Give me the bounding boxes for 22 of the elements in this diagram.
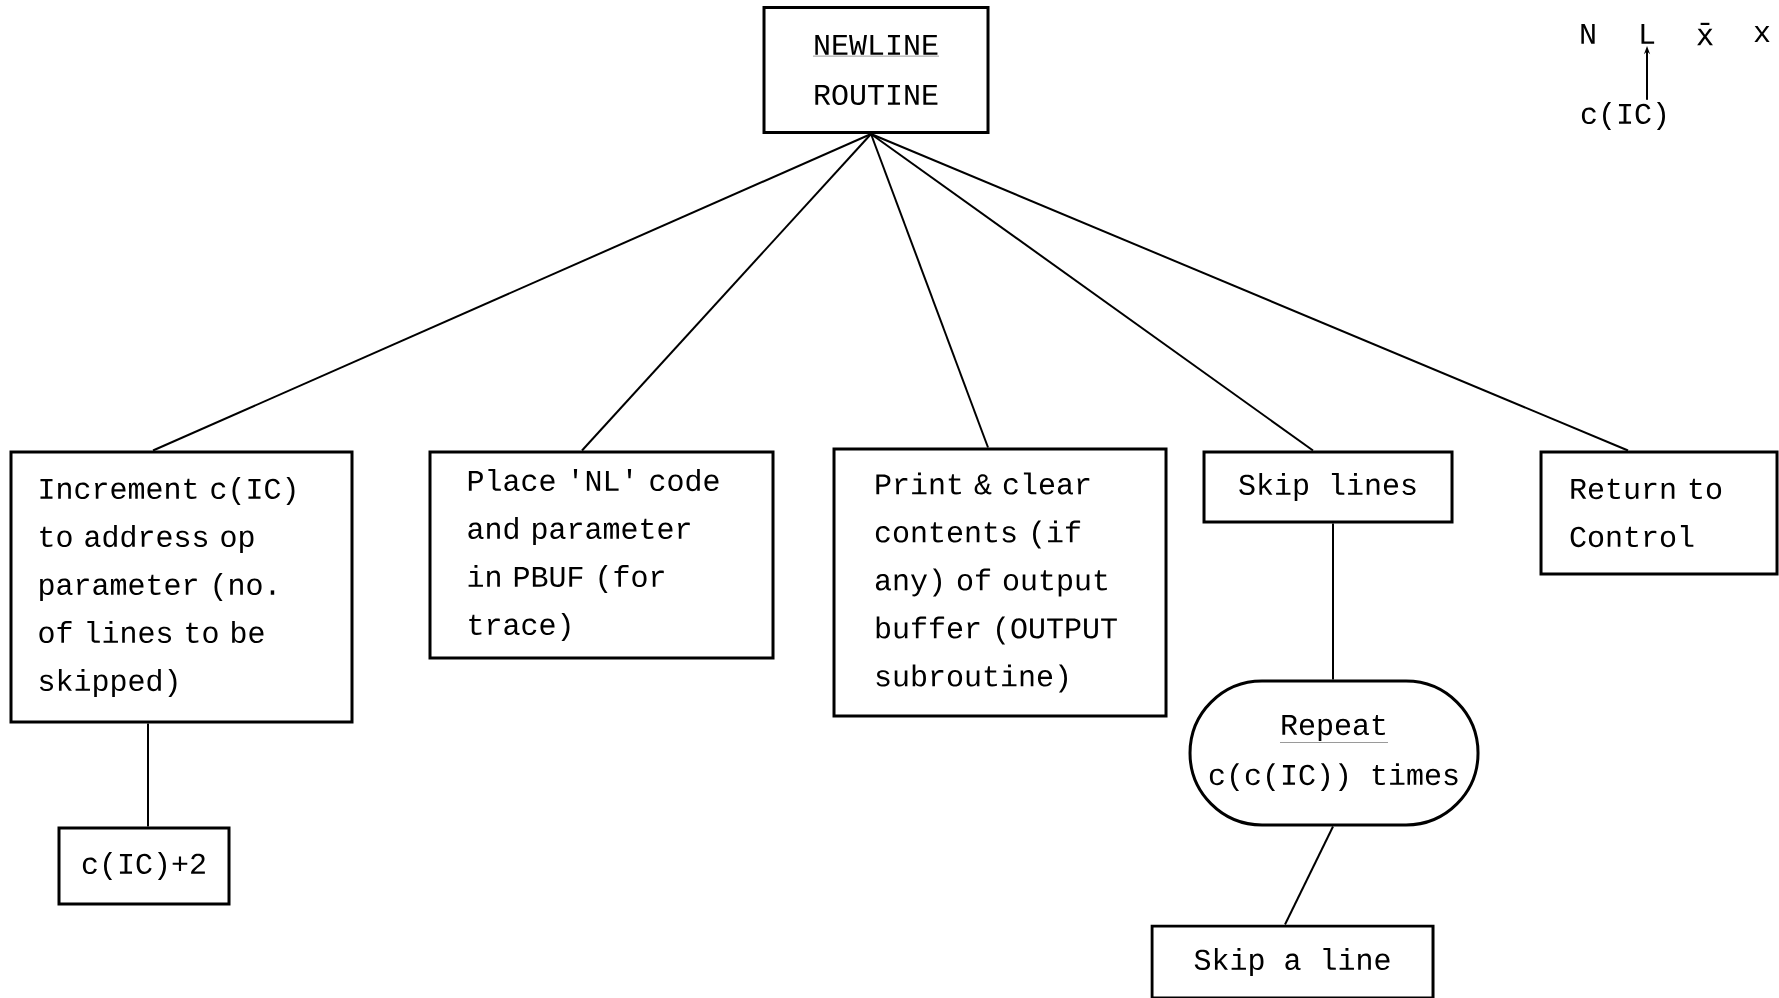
pointer-text: L: [1641, 24, 1655, 44]
process-box: Increment c(IC) to address op parameter (no. of lines to be skipped): [9, 450, 354, 724]
loop-box: Repeat c(c(IC)) times: [1188, 679, 1480, 827]
routine-box: NEWLINE ROUTINE: [762, 6, 990, 134]
process-box: Skip a line: [1150, 924, 1435, 998]
connector-line: [1284, 825, 1334, 926]
process-box: c(IC)+2: [57, 826, 231, 906]
connector-line: [152, 133, 872, 452]
process-box: Place 'NL' code and parameter in PBUF (for trace): [428, 450, 775, 660]
process-box: Print & clear contents (if any) of output buffer (OUTPUT subroutine): [832, 447, 1168, 718]
connector-line: [870, 133, 1314, 452]
symbol-label: x: [1754, 26, 1770, 42]
connector-line: [870, 133, 1629, 452]
symbol-label: N: [1581, 24, 1595, 44]
connector-line: [147, 722, 149, 828]
connector-line: [1332, 522, 1334, 681]
process-box: Skip lines: [1202, 450, 1454, 524]
symbol-label: x̄: [1697, 22, 1713, 46]
connector-line: [870, 133, 989, 449]
pointer-text: c(IC): [1581, 102, 1665, 130]
connector-line: [581, 133, 872, 452]
process-box: Return to Control: [1539, 450, 1779, 576]
